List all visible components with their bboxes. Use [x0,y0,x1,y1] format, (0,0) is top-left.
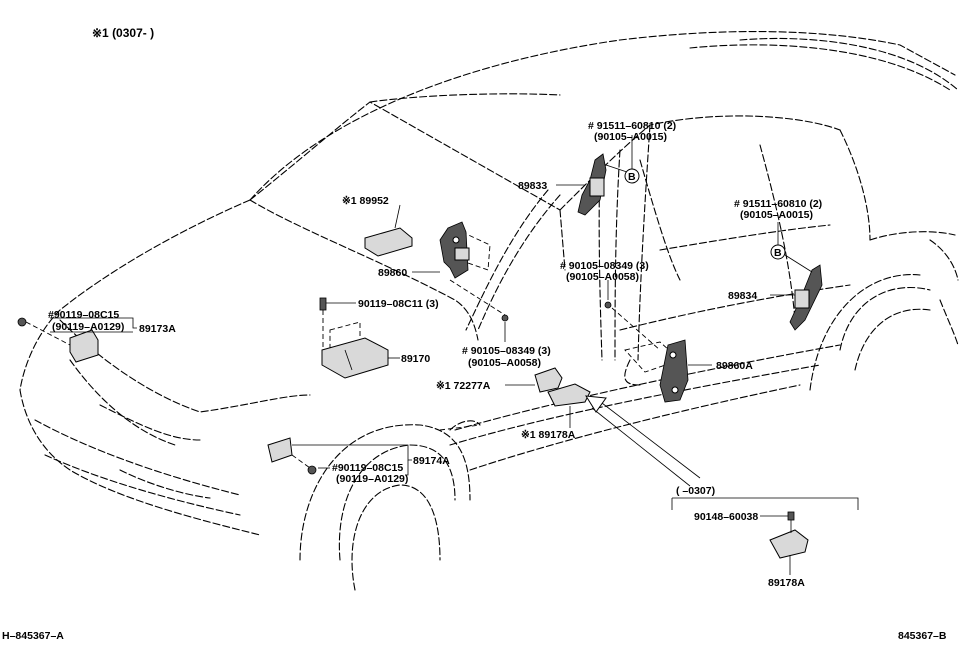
car-body-outline [19,31,959,591]
label-89834: 89834 [728,290,757,302]
label-89178a-inset: 89178A [768,577,805,589]
label-90105-a0058-b: (90105–A0058) [566,271,639,283]
footer-right-code: 845367–B [898,630,947,642]
label-89178a-main: ※1 89178A [521,429,576,441]
label-90105-a0058-a: (90105–A0058) [468,357,541,369]
label-90119-08c15-front: #90119–08C15 [48,309,119,321]
label-90119-a0129-lower: (90119–A0129) [336,473,408,485]
part-72277a [505,367,563,393]
label-90148-60038: 90148–60038 [694,511,758,523]
label-72277a: ※1 72277A [436,380,491,392]
inset-pointer-arrow [585,395,701,487]
inset-range-label: ( –0307) [676,485,715,497]
label-89170: 89170 [401,353,430,365]
part-89860a-bracket [604,280,712,403]
label-89173a: 89173A [139,323,176,335]
part-89173a-sensor [17,317,137,363]
label-89860a: 89860A [716,360,753,372]
callout-b-lower: B [774,247,782,259]
label-90119-08c11: 90119–08C11 (3) [358,298,439,310]
label-89833: 89833 [518,180,547,192]
label-90105-08349-a: # 90105–08349 (3) [462,345,551,357]
header-note: ※1 (0307- ) [92,26,154,40]
part-89860-bracket [412,221,506,316]
part-89170-ecu [319,297,400,379]
part-89952-module [364,204,413,257]
footer-left-code: H–845367–A [2,630,64,642]
label-90105-a0015-a: (90105–A0015) [594,131,667,143]
inset-detail [671,497,859,575]
label-91511-60810-b: # 91511–60810 (2) [734,198,822,210]
label-90105-a0015-b: (90105–A0015) [740,209,813,221]
label-90119-a0129-front: (90119–A0129) [52,321,124,333]
part-89834-sensor [770,222,823,331]
label-89952: ※1 89952 [342,195,389,207]
part-89833-sensor [556,135,640,216]
callout-b-upper: B [628,171,636,183]
label-90105-08349-b: # 90105–08349 (3) [560,260,649,272]
part-89174a-sensor [267,437,412,476]
label-89174a: 89174A [413,455,450,467]
label-90119-08c15-lower: #90119–08C15 [332,462,403,474]
label-89860: 89860 [378,267,407,279]
label-91511-60810-a: # 91511–60810 (2) [588,120,676,132]
